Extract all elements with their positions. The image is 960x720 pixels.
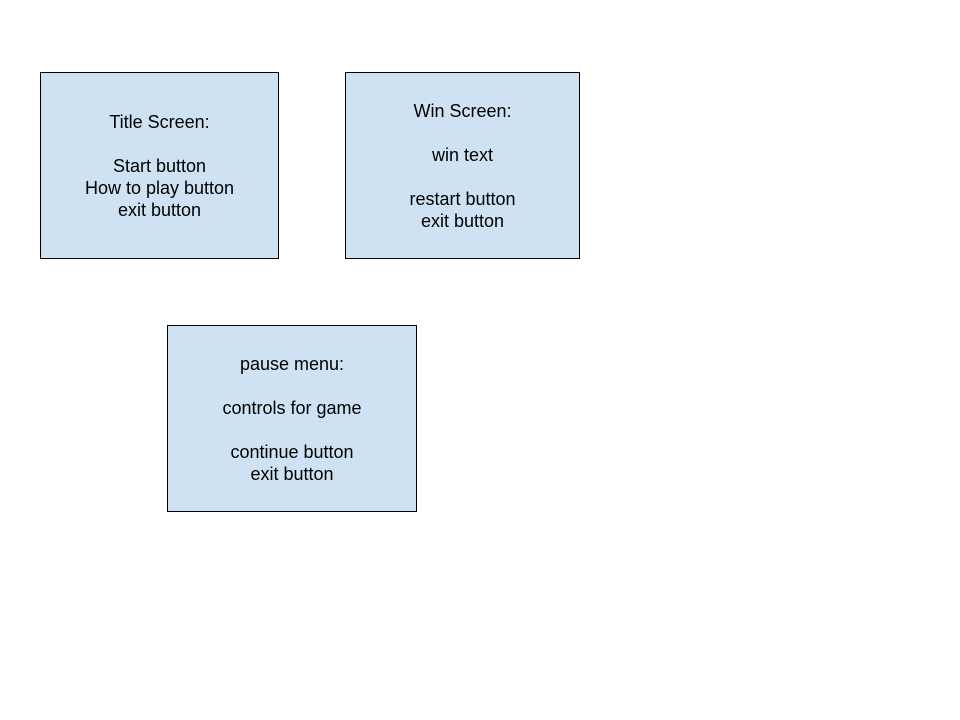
title-screen-heading: Title Screen: bbox=[109, 111, 210, 132]
win-screen-text-item: win text bbox=[431, 144, 494, 165]
win-screen-item: restart button bbox=[409, 188, 516, 209]
title-screen-item: exit button bbox=[117, 199, 202, 220]
pause-menu-box: pause menu: controls for game continue b… bbox=[167, 325, 417, 512]
win-screen-box: Win Screen: win text restart button exit… bbox=[345, 72, 580, 259]
pause-menu-heading: pause menu: bbox=[239, 353, 345, 374]
pause-menu-item: continue button bbox=[230, 441, 354, 462]
win-screen-heading: Win Screen: bbox=[413, 100, 512, 121]
win-screen-item: exit button bbox=[420, 210, 505, 231]
title-screen-item: Start button bbox=[112, 155, 207, 176]
title-screen-box: Title Screen: Start button How to play b… bbox=[40, 72, 279, 259]
pause-menu-item: exit button bbox=[250, 463, 334, 484]
pause-menu-text-item: controls for game bbox=[222, 397, 362, 418]
title-screen-item: How to play button bbox=[84, 177, 235, 198]
